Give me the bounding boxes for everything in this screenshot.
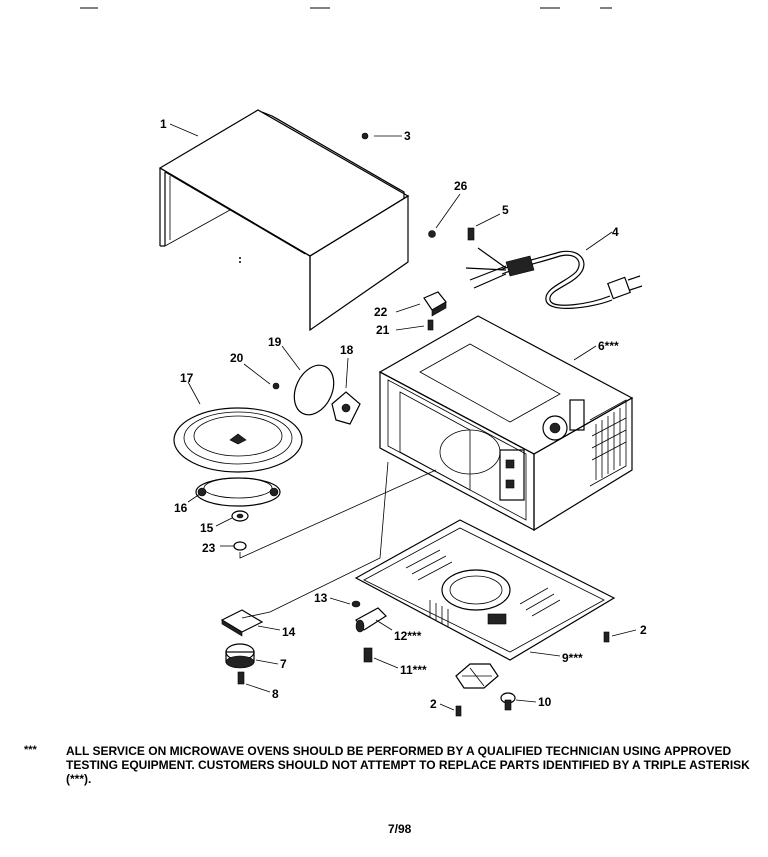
callout-2-right: 2 — [640, 623, 647, 637]
callout-11: 11*** — [400, 663, 427, 677]
leader-lines — [169, 123, 637, 711]
bracket-12 — [355, 607, 387, 633]
turntable-motor-7 — [225, 643, 255, 669]
screw-2-right — [603, 631, 610, 643]
callout-23: 23 — [202, 541, 216, 555]
roller-ring-16 — [195, 477, 281, 507]
callout-10: 10 — [538, 695, 552, 709]
callout-17: 17 — [180, 371, 194, 385]
coupler-18 — [331, 391, 361, 425]
callout-12: 12*** — [394, 629, 422, 643]
callout-22: 22 — [374, 305, 388, 319]
callout-6: 6*** — [598, 339, 619, 353]
screw-21 — [427, 319, 434, 331]
screw-3 — [361, 132, 369, 140]
screw-11 — [363, 647, 373, 663]
callout-19: 19 — [268, 335, 282, 349]
callout-4: 4 — [612, 225, 619, 239]
top-edge-strip — [0, 0, 768, 9]
switch-22 — [423, 291, 447, 317]
power-cord — [465, 247, 643, 309]
mount-plate-14 — [220, 609, 264, 637]
callout-20: 20 — [230, 351, 244, 365]
oven-chassis — [378, 315, 634, 532]
callout-8: 8 — [272, 687, 279, 701]
callout-15: 15 — [200, 521, 214, 535]
page-number: 7/98 — [388, 822, 412, 836]
screw-26 — [428, 230, 436, 238]
callout-labels: 1 3 26 5 4 22 21 6*** 19 18 20 17 16 15 … — [160, 117, 647, 711]
outer-cabinet — [158, 109, 410, 332]
washer-13 — [351, 600, 361, 608]
callout-18: 18 — [340, 343, 354, 357]
callout-14: 14 — [282, 625, 296, 639]
vent-grille — [591, 408, 627, 480]
foot-10 — [500, 692, 516, 711]
footnote-text: ALL SERVICE ON MICROWAVE OVENS SHOULD BE… — [66, 744, 750, 786]
washer-23 — [233, 541, 247, 551]
base-vent-slots — [405, 549, 561, 627]
fan-guard-9 — [455, 663, 499, 689]
callout-9: 9*** — [562, 651, 583, 665]
callout-21: 21 — [376, 323, 390, 337]
callout-5: 5 — [502, 203, 509, 217]
callout-1: 1 — [160, 117, 167, 131]
washer-15 — [231, 510, 249, 522]
callout-3: 3 — [404, 129, 411, 143]
screw-5 — [467, 227, 475, 241]
callout-7: 7 — [280, 657, 287, 671]
screw-2-bottom — [455, 705, 462, 717]
turntable-17 — [173, 407, 303, 473]
base-plate — [354, 519, 616, 661]
screw-20 — [272, 382, 280, 390]
callout-13: 13 — [314, 591, 328, 605]
callout-16: 16 — [174, 501, 188, 515]
footnote-marker: *** — [24, 744, 37, 756]
screw-8 — [237, 671, 245, 685]
exploded-parts-diagram: 1 3 26 5 4 22 21 6*** 19 18 20 17 16 15 … — [158, 109, 647, 717]
waveguide-cover-19 — [293, 364, 335, 416]
callout-2-bottom: 2 — [430, 697, 437, 711]
callout-26: 26 — [454, 179, 468, 193]
